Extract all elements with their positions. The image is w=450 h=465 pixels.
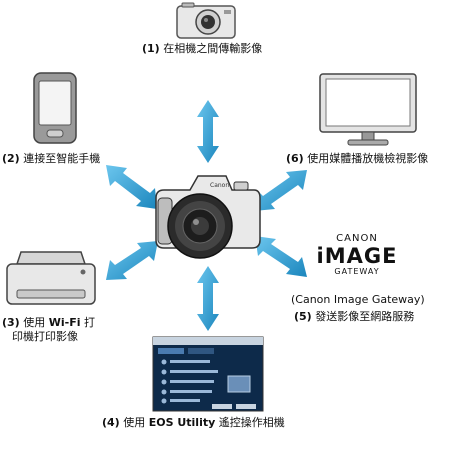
label-2: (2) 連接至智能手機 [2, 152, 101, 165]
arrow-camera-to-computer [197, 266, 219, 331]
label-1: (1) 在相機之間傳輸影像 [142, 42, 263, 55]
label-6: (6) 使用媒體播放機檢視影像 [286, 152, 429, 165]
arrow-camera-to-compact-camera [197, 100, 219, 163]
arrow-camera-to-tv [254, 170, 307, 211]
label-4: (4) 使用 EOS Utility 遙控操作相機 [102, 416, 285, 429]
printer-icon [6, 251, 96, 305]
arrow-camera-to-printer [106, 241, 158, 280]
dslr-camera-icon: Canon [155, 175, 261, 259]
label-3: (3) 使用 Wi-Fi 打 印機打印影像 [2, 316, 95, 343]
svg-text:Canon: Canon [210, 182, 229, 189]
arrow-camera-to-gateway [255, 236, 307, 277]
gateway-caption: (Canon Image Gateway) [291, 293, 425, 306]
arrow-camera-to-smartphone [106, 165, 157, 209]
image-gateway-logo: CANON iMAGE GATEWAY [316, 233, 398, 276]
tv-icon [319, 73, 417, 146]
computer-screen-icon [152, 336, 264, 412]
smartphone-icon [33, 72, 77, 144]
compact-camera-icon [176, 2, 236, 39]
label-5: (5) 發送影像至網路服務 [294, 310, 415, 323]
